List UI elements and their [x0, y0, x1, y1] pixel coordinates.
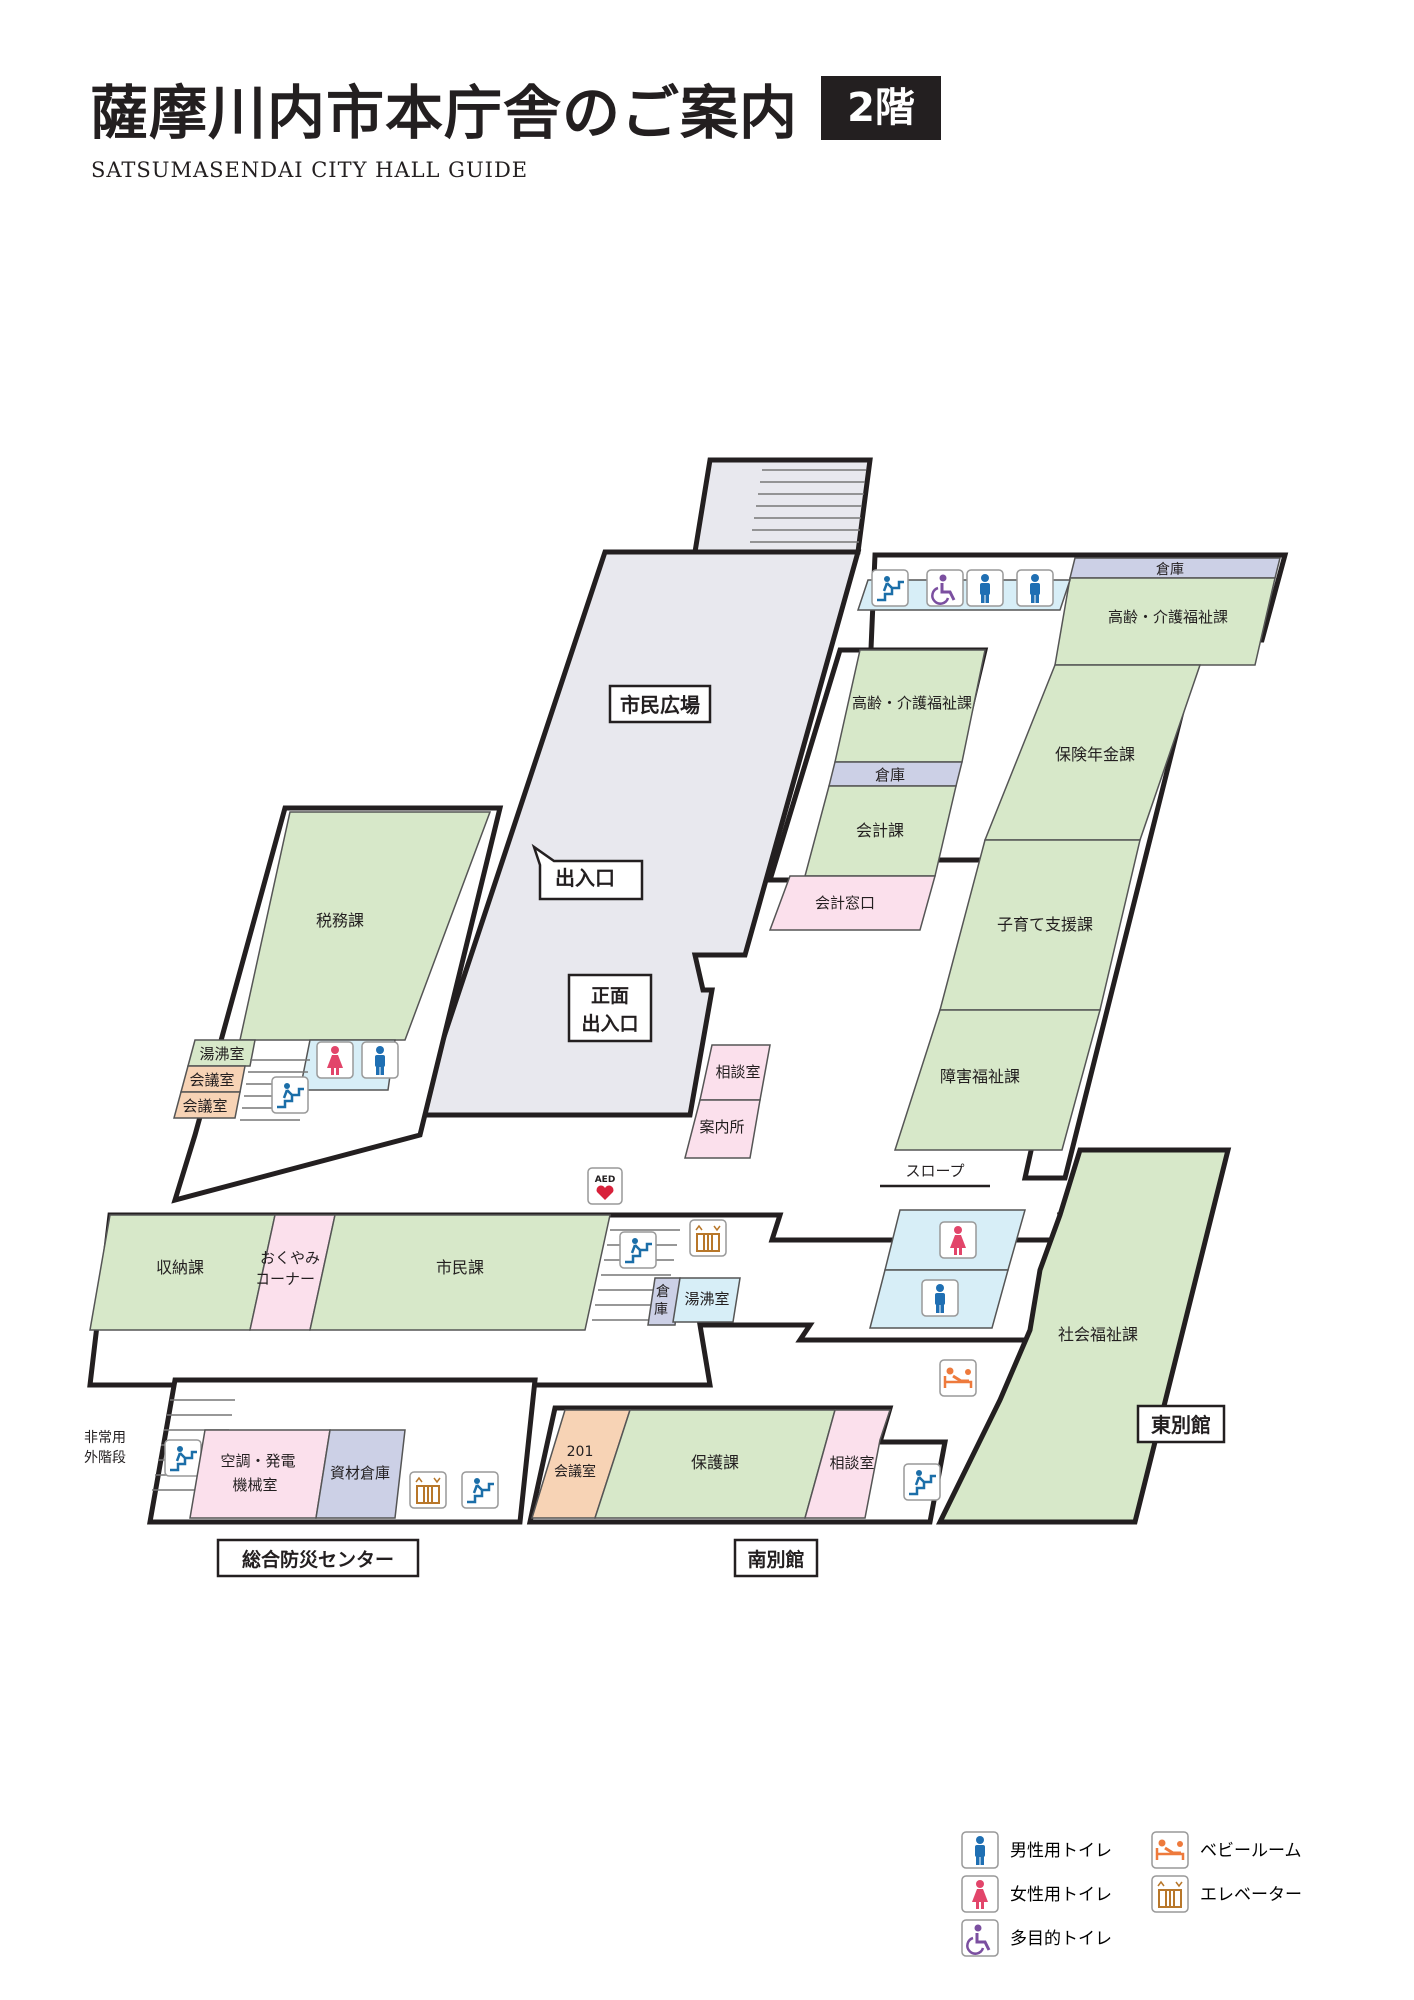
condolence-label-2: コーナー: [255, 1270, 315, 1288]
aed-icon: AED: [587, 1167, 623, 1205]
plaza-label-box: [608, 684, 712, 724]
male-toilet-icon: [921, 1279, 959, 1317]
information-label: 案内所: [699, 1118, 744, 1136]
storage-mid-label: 倉庫: [875, 766, 905, 784]
consult-south-room: [804, 1409, 892, 1519]
multipurpose-toilet-icon: [960, 1918, 1000, 1958]
materials-storage: [315, 1429, 406, 1519]
childcare-label: 子育て支援課: [997, 915, 1093, 934]
accounting-label: 会計課: [856, 821, 904, 840]
entrance-label: 出入口: [555, 866, 615, 890]
legend-male-label: 男性用トイレ: [1010, 1841, 1112, 1861]
accounting-counter-label: 会計窓口: [815, 894, 875, 912]
elderly-care-top-label: 高齢・介護福祉課: [1108, 608, 1228, 626]
disability-room: [893, 1009, 1101, 1151]
kitchenette-room: [187, 1039, 256, 1067]
page-title: 薩摩川内市本庁舎のご案内: [90, 79, 799, 147]
storage-small-label-1: 倉: [656, 1284, 670, 1300]
meeting-a-label: 会議室: [189, 1071, 234, 1089]
elevator-icon: [689, 1219, 727, 1257]
hvac-label-2: 機械室: [232, 1476, 277, 1494]
plaza-label: 市民広場: [620, 693, 700, 717]
disaster-center-label: 総合防災センター: [242, 1548, 394, 1571]
stairs-icon: [902, 1462, 942, 1502]
meeting-201-label-1: 201: [567, 1444, 594, 1460]
baby-room-icon: [938, 1358, 978, 1398]
stairs-icon: [460, 1470, 500, 1510]
accounting-counter: [768, 875, 936, 931]
hvac-label-1: 空調・発電: [220, 1452, 295, 1470]
main-entrance-label-2: 出入口: [581, 1012, 638, 1035]
entrance-callout: [531, 843, 644, 901]
condolence-label-1: おくやみ: [260, 1249, 320, 1267]
elderly-care-label: 高齢・介護福祉課: [852, 694, 972, 712]
legend-multipurpose-label: 多目的トイレ: [1010, 1929, 1112, 1949]
south-annex-label: 南別館: [747, 1548, 804, 1571]
stairs-icon: [618, 1230, 658, 1270]
male-toilet-icon: [361, 1041, 399, 1079]
storage-small: [647, 1277, 681, 1326]
male-toilet-icon: [961, 1831, 999, 1869]
information-room: [684, 1099, 761, 1159]
floor-badge: 2階: [821, 76, 941, 140]
female-toilet-icon: [939, 1221, 977, 1259]
main-entrance-label-1: 正面: [591, 985, 629, 1007]
storage-small-label-2: 庫: [654, 1301, 668, 1318]
female-toilet-icon: [961, 1875, 999, 1913]
page-subtitle: SATSUMASENDAI CITY HALL GUIDE: [91, 158, 529, 182]
consult-south-label: 相談室: [829, 1454, 874, 1472]
consult-label: 相談室: [715, 1063, 760, 1081]
meeting-201-label-2: 会議室: [554, 1463, 596, 1480]
elevator-icon: [409, 1471, 447, 1509]
kitchenette-2-label: 湯沸室: [684, 1290, 729, 1308]
plaza-area: [414, 549, 862, 1118]
emergency-stairs-label-2: 外階段: [84, 1450, 126, 1466]
legend-female-label: 女性用トイレ: [1010, 1885, 1112, 1905]
slope-label: スロープ: [905, 1162, 964, 1180]
tax-label: 税務課: [316, 911, 364, 930]
kitchenette-label: 湯沸室: [199, 1045, 244, 1063]
male-toilet-icon: [966, 569, 1004, 607]
multipurpose-toilet-icon: [925, 568, 965, 608]
citizens-label: 市民課: [436, 1258, 484, 1277]
stairs-icon: [163, 1438, 203, 1478]
east-annex-label-box: [1136, 1404, 1226, 1444]
meeting-b-label: 会議室: [182, 1097, 227, 1115]
stairs-icon: [870, 568, 910, 608]
stairs-icon: [270, 1075, 310, 1115]
male-toilet-icon: [1016, 569, 1054, 607]
female-toilet-icon: [316, 1041, 354, 1079]
tax-room: [239, 811, 492, 1041]
south-annex-label-box: [733, 1538, 819, 1578]
storage-top-label: 倉庫: [1156, 561, 1184, 578]
insurance-label: 保険年金課: [1055, 745, 1135, 764]
legend: 男性用トイレ 女性用トイレ 多目的トイレ ベビールーム エレベーター: [960, 1830, 1302, 1958]
collection-label: 収納課: [156, 1258, 204, 1277]
kitchenette-2-room: [672, 1277, 741, 1323]
main-entrance-box: [567, 973, 653, 1043]
svg-text:AED: AED: [595, 1175, 616, 1185]
elevator-icon: [1151, 1875, 1189, 1913]
meeting-room-b: [173, 1091, 241, 1119]
protection-label: 保護課: [691, 1453, 739, 1472]
materials-label: 資材倉庫: [330, 1464, 390, 1482]
east-annex-label: 東別館: [1151, 1413, 1211, 1437]
baby-room-icon: [1150, 1830, 1190, 1870]
disaster-center-label-box: [216, 1538, 420, 1578]
hvac-room: [189, 1429, 331, 1519]
disability-label: 障害福祉課: [940, 1067, 1020, 1086]
social-welfare-label: 社会福祉課: [1058, 1325, 1138, 1344]
legend-elevator-label: エレベーター: [1200, 1885, 1302, 1905]
citizens-room: [309, 1214, 611, 1331]
legend-baby-label: ベビールーム: [1200, 1841, 1302, 1861]
elderly-care-room-top: [1054, 577, 1276, 666]
emergency-stairs-label-1: 非常用: [84, 1430, 126, 1446]
